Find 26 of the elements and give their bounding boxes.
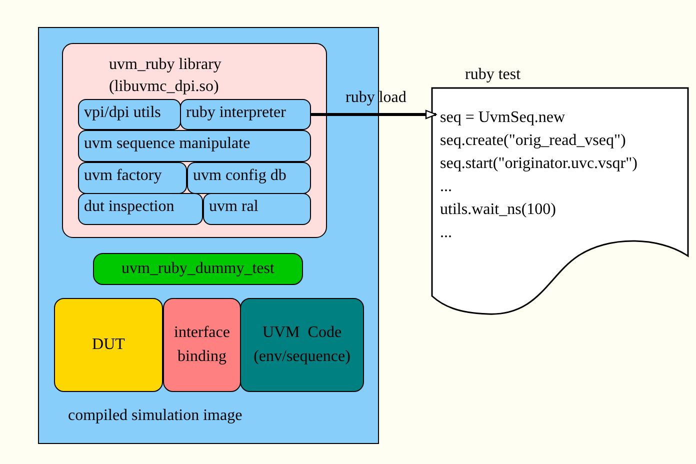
module-box: vpi/dpi utils (78, 99, 181, 130)
code-line: seq.create("orig_read_vseq") (440, 131, 626, 151)
code-box (240, 298, 364, 392)
code-line: seq.start("originator.uvc.vsqr") (440, 154, 638, 174)
code-line: ... (440, 177, 452, 197)
module-box: uvm ral (203, 193, 311, 225)
document-heading: ruby test (465, 66, 521, 84)
edge-label: ruby load (346, 88, 406, 106)
module-box: uvm factory (78, 162, 187, 194)
dut-box: DUT (54, 298, 163, 392)
panel-title: compiled simulation image (68, 407, 242, 425)
module-box: uvm sequence manipulate (78, 130, 311, 162)
binding-box: interface binding (163, 298, 241, 392)
box-text: UVM Code (262, 323, 342, 343)
code-line: ... (440, 223, 452, 243)
code-line: utils.wait_ns(100) (440, 200, 556, 220)
test-box: uvm_ruby_dummy_test (93, 253, 303, 285)
library-panel (62, 43, 327, 238)
arrow (311, 110, 437, 120)
module-box: dut inspection (78, 193, 203, 225)
box-text: (env/sequence) (254, 347, 350, 367)
simulation-panel (38, 27, 379, 444)
module-box: uvm config db (187, 162, 311, 194)
panel-title: uvm_ruby library (libuvmc_dpi.so) (109, 55, 222, 97)
code-line: seq = UvmSeq.new (440, 108, 566, 128)
module-box: ruby interpreter (180, 99, 311, 130)
